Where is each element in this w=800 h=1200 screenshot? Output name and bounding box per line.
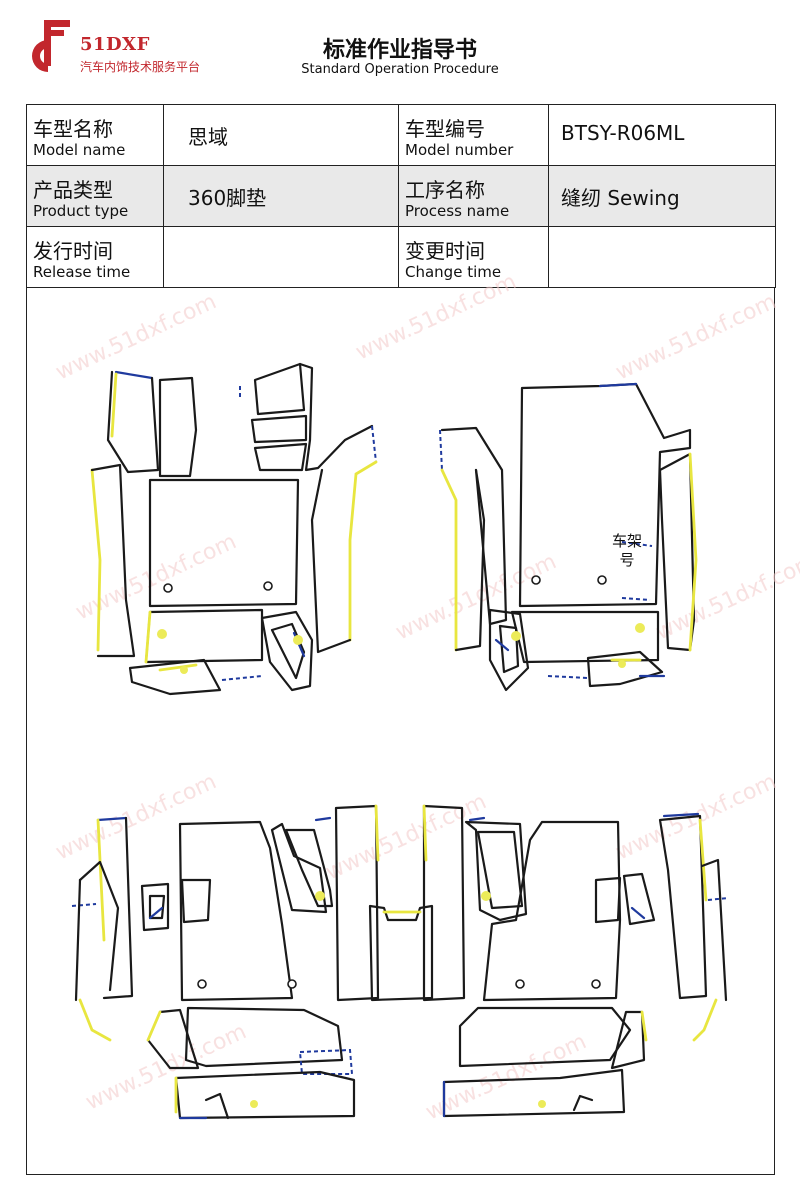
watermark-text: www.51dxf.com [52, 769, 220, 865]
release-time-label: 发行时间 Release time [26, 226, 164, 288]
change-time-label: 变更时间 Change time [398, 226, 549, 288]
release-time-value [163, 226, 399, 288]
process-name-label: 工序名称 Process name [398, 165, 549, 227]
chassis-number-label: 车架号 [612, 532, 643, 569]
mat-panel-bottom-left [71, 804, 380, 1120]
process-name-value: 缝纫 Sewing [548, 165, 776, 227]
document-header: 51DXF 汽车内饰技术服务平台 标准作业指导书 Standard Operat… [0, 0, 800, 100]
watermark-text: www.51dxf.com [52, 289, 220, 385]
product-type-value: 360脚垫 [163, 165, 399, 227]
watermark-text: www.51dxf.com [82, 1019, 250, 1115]
mat-panel-top-left [90, 362, 378, 696]
document-subtitle: Standard Operation Procedure [301, 62, 499, 77]
model-name-value: 思域 [163, 104, 399, 166]
info-row-product: 产品类型 Product type 360脚垫 工序名称 Process nam… [26, 165, 776, 227]
diagram-frame [26, 288, 775, 1175]
watermark-text: www.51dxf.com [352, 269, 520, 365]
watermark-text: www.51dxf.com [652, 549, 800, 645]
51dxf-logo-icon [32, 20, 70, 72]
info-row-time: 发行时间 Release time 变更时间 Change time [26, 226, 776, 288]
brand-name: 51DXF [80, 34, 150, 55]
mat-panel-bottom-center [368, 904, 434, 1002]
brand-tagline: 汽车内饰技术服务平台 [80, 60, 201, 74]
watermark-text: www.51dxf.com [322, 789, 490, 885]
model-number-label: 车型编号 Model number [398, 104, 549, 166]
mat-panel-bottom-right [422, 804, 729, 1118]
info-row-model: 车型名称 Model name 思域 车型编号 Model number BTS… [26, 104, 776, 166]
document-title: 标准作业指导书 [322, 38, 477, 63]
info-table: 车型名称 Model name 思域 车型编号 Model number BTS… [26, 104, 776, 288]
model-number-value: BTSY-R06ML [548, 104, 776, 166]
watermark-text: www.51dxf.com [392, 549, 560, 645]
watermark-text: www.51dxf.com [612, 289, 780, 385]
change-time-value [548, 226, 776, 288]
mat-panel-top-right [439, 382, 698, 692]
